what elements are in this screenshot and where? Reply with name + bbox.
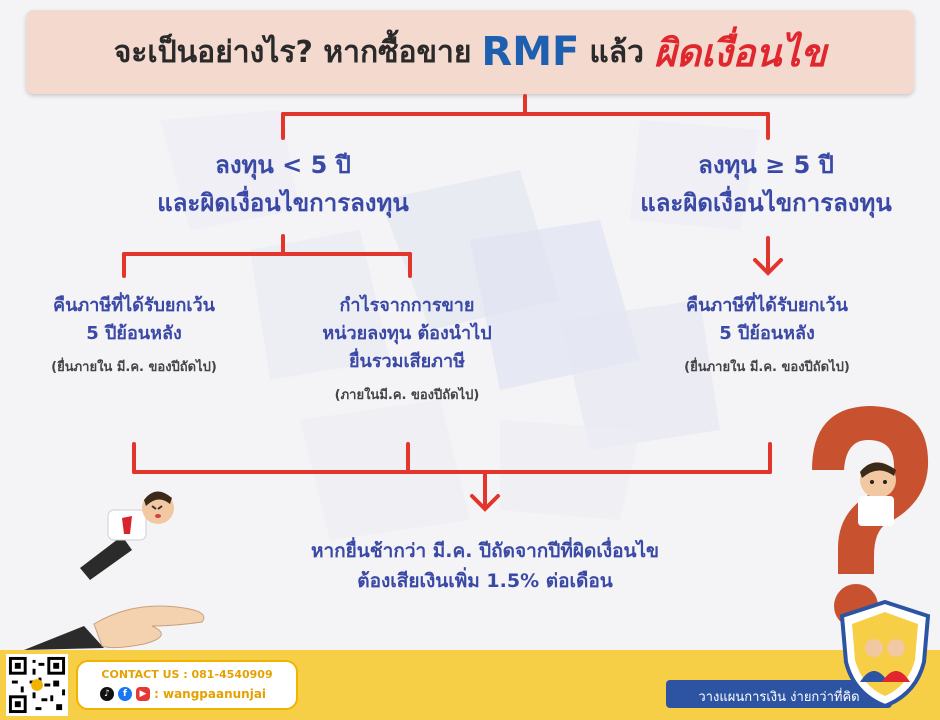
tagline-text: วางแผนการเงิน ง่ายกว่าที่คิด <box>698 690 860 705</box>
outcome-refund-right-line2: 5 ปีย้อนหลัง <box>719 323 815 344</box>
outcome-refund-left: คืนภาษีที่ได้รับยกเว้น 5 ปีย้อนหลัง (ยื่… <box>14 292 254 377</box>
condition-left-line1: ลงทุน < 5 ปี <box>215 151 351 179</box>
outcome-refund-right: คืนภาษีที่ได้รับยกเว้น 5 ปีย้อนหลัง (ยื่… <box>642 292 892 377</box>
falling-man-illustration <box>80 491 174 580</box>
outcome-refund-right-note: (ยื่นภายใน มี.ค. ของปีถัดไป) <box>684 360 850 375</box>
youtube-icon[interactable]: ▶ <box>136 687 150 701</box>
tiktok-icon[interactable]: ♪ <box>100 687 114 701</box>
title-rmf: RMF <box>481 29 580 75</box>
condition-right: ลงทุน ≥ 5 ปี และผิดเงื่อนไขการลงทุน <box>598 146 934 222</box>
title-text-2: แล้ว <box>589 34 644 70</box>
family-shield-logo <box>839 599 931 708</box>
outcome-capital-gain-line2: หน่วยลงทุน ต้องนำไป <box>322 323 492 344</box>
social-handle[interactable]: : wangpaanunjai <box>154 687 267 701</box>
title-accent: ผิดเงื่อนไข <box>653 30 827 75</box>
contact-box: CONTACT US : 081-4540909 ♪ f ▶ : wangpaa… <box>76 660 298 710</box>
penalty-note: หากยื่นช้ากว่า มี.ค. ปีถัดจากปีที่ผิดเงื… <box>250 536 720 596</box>
outcome-refund-left-note: (ยื่นภายใน มี.ค. ของปีถัดไป) <box>51 360 217 375</box>
condition-right-line2: และผิดเงื่อนไขการลงทุน <box>640 189 892 217</box>
outcome-capital-gain-note: (ภายในมี.ค. ของปีถัดไป) <box>334 388 480 403</box>
qr-code[interactable] <box>6 654 68 716</box>
outcome-capital-gain-line1: กำไรจากการขาย <box>339 295 475 316</box>
outcome-refund-left-line2: 5 ปีย้อนหลัง <box>86 323 182 344</box>
social-row: ♪ f ▶ : wangpaanunjai <box>100 687 266 701</box>
outcome-capital-gain-line3: ยื่นรวมเสียภาษี <box>348 351 465 372</box>
outcome-refund-left-line1: คืนภาษีที่ได้รับยกเว้น <box>53 295 215 316</box>
contact-phone[interactable]: CONTACT US : 081-4540909 <box>101 668 273 681</box>
question-mark-character <box>812 406 929 628</box>
facebook-icon[interactable]: f <box>118 687 132 701</box>
footer-bar: CONTACT US : 081-4540909 ♪ f ▶ : wangpaa… <box>0 599 940 720</box>
condition-right-line1: ลงทุน ≥ 5 ปี <box>698 151 834 179</box>
condition-left-line2: และผิดเงื่อนไขการลงทุน <box>157 189 409 217</box>
condition-left: ลงทุน < 5 ปี และผิดเงื่อนไขการลงทุน <box>118 146 448 222</box>
hand-illustration <box>24 605 205 650</box>
outcome-capital-gain: กำไรจากการขาย หน่วยลงทุน ต้องนำไป ยื่นรว… <box>282 292 532 405</box>
penalty-line1: หากยื่นช้ากว่า มี.ค. ปีถัดจากปีที่ผิดเงื… <box>310 540 660 562</box>
penalty-line2: ต้องเสียเงินเพิ่ม 1.5% ต่อเดือน <box>357 570 613 592</box>
outcome-refund-right-line1: คืนภาษีที่ได้รับยกเว้น <box>686 295 848 316</box>
title-banner: จะเป็นอย่างไร? หากซื้อขาย RMF แล้ว ผิดเง… <box>26 10 914 94</box>
title-text: จะเป็นอย่างไร? หากซื้อขาย <box>113 34 472 70</box>
flow-connectors <box>122 94 783 512</box>
